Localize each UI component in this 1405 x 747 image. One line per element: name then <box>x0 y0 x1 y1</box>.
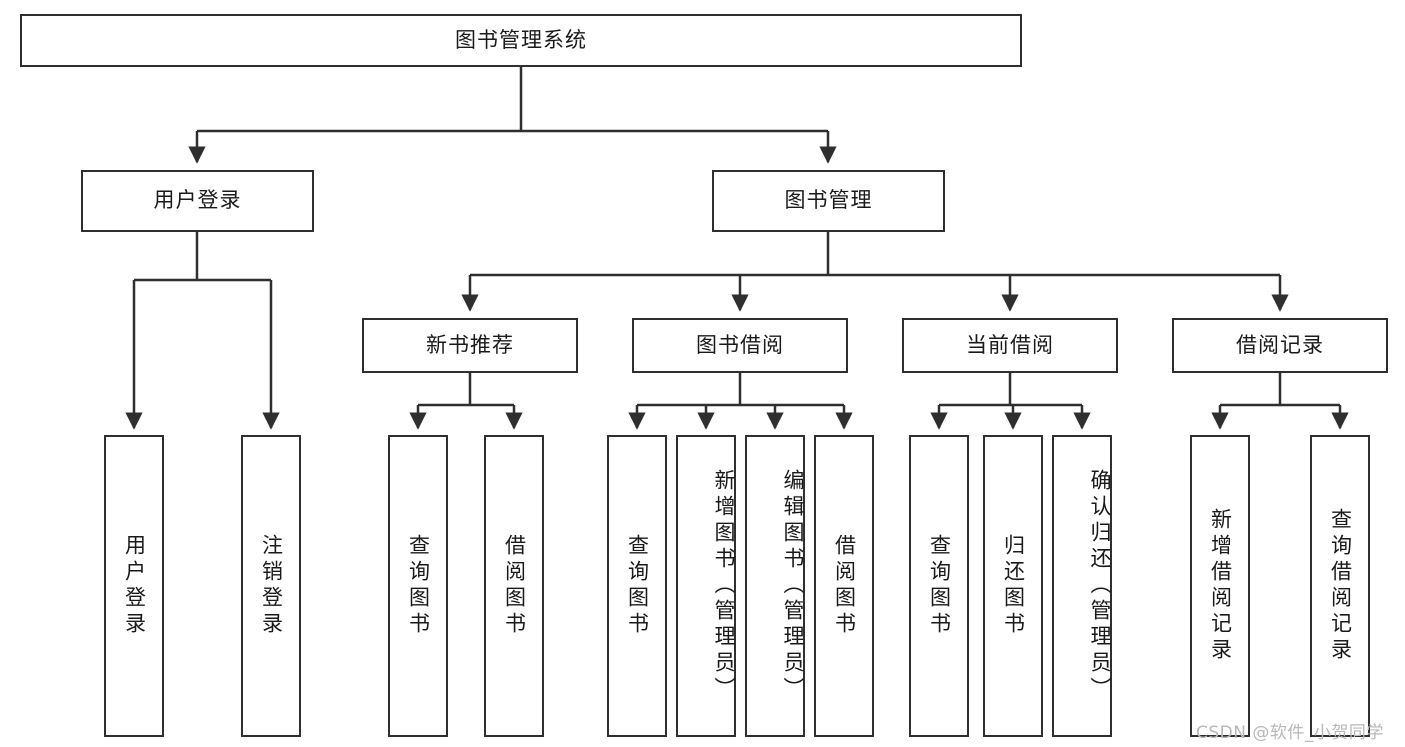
node-borrow-record-label: 借阅记录 <box>1236 332 1324 357</box>
node-root[interactable]: 图书管理系统 <box>20 14 1022 67</box>
node-leaf-add-book[interactable]: 新增图书（管理员） <box>676 435 736 737</box>
node-leaf-query-book-2-label: 查询图书 <box>625 534 650 638</box>
node-new-book-rec-label: 新书推荐 <box>426 332 514 357</box>
node-leaf-query-book-1[interactable]: 查询图书 <box>388 435 448 737</box>
node-leaf-borrow-book-1[interactable]: 借阅图书 <box>484 435 544 737</box>
node-leaf-add-record[interactable]: 新增借阅记录 <box>1190 435 1250 737</box>
node-leaf-query-book-1-label: 查询图书 <box>406 534 431 638</box>
node-leaf-query-book-2[interactable]: 查询图书 <box>607 435 667 737</box>
node-leaf-edit-book[interactable]: 编辑图书（管理员） <box>745 435 805 737</box>
node-leaf-return-book[interactable]: 归还图书 <box>983 435 1043 737</box>
node-leaf-query-book-3[interactable]: 查询图书 <box>909 435 969 737</box>
node-leaf-logout-label: 注销登录 <box>259 534 284 638</box>
node-book-manage-label: 图书管理 <box>784 188 873 213</box>
node-current-borrow-label: 当前借阅 <box>966 332 1054 357</box>
node-leaf-borrow-book-2[interactable]: 借阅图书 <box>814 435 874 737</box>
node-root-label: 图书管理系统 <box>455 27 587 52</box>
node-new-book-rec[interactable]: 新书推荐 <box>362 318 578 373</box>
node-leaf-query-record[interactable]: 查询借阅记录 <box>1310 435 1370 737</box>
csdn-watermark: CSDN @软件_小贺同学 <box>1196 723 1384 743</box>
node-leaf-query-record-label: 查询借阅记录 <box>1328 508 1353 664</box>
node-book-manage[interactable]: 图书管理 <box>712 170 945 232</box>
node-book-borrow-label: 图书借阅 <box>696 332 784 357</box>
node-leaf-return-book-label: 归还图书 <box>1001 534 1026 638</box>
node-user-login[interactable]: 用户登录 <box>81 170 314 232</box>
node-leaf-add-record-label: 新增借阅记录 <box>1208 508 1233 664</box>
node-leaf-user-login[interactable]: 用户登录 <box>104 435 164 737</box>
node-leaf-edit-book-label: 编辑图书（管理员） <box>781 469 805 703</box>
node-leaf-logout[interactable]: 注销登录 <box>241 435 301 737</box>
node-leaf-query-book-3-label: 查询图书 <box>927 534 952 638</box>
node-leaf-confirm-return-label: 确认归还（管理员） <box>1088 469 1112 703</box>
node-leaf-borrow-book-1-label: 借阅图书 <box>502 534 527 638</box>
node-current-borrow[interactable]: 当前借阅 <box>902 318 1118 373</box>
node-book-borrow[interactable]: 图书借阅 <box>632 318 848 373</box>
node-borrow-record[interactable]: 借阅记录 <box>1172 318 1388 373</box>
node-leaf-add-book-label: 新增图书（管理员） <box>712 469 736 703</box>
node-user-login-label: 用户登录 <box>153 188 242 213</box>
node-leaf-confirm-return[interactable]: 确认归还（管理员） <box>1052 435 1112 737</box>
node-leaf-user-login-label: 用户登录 <box>122 534 147 638</box>
node-leaf-borrow-book-2-label: 借阅图书 <box>832 534 857 638</box>
